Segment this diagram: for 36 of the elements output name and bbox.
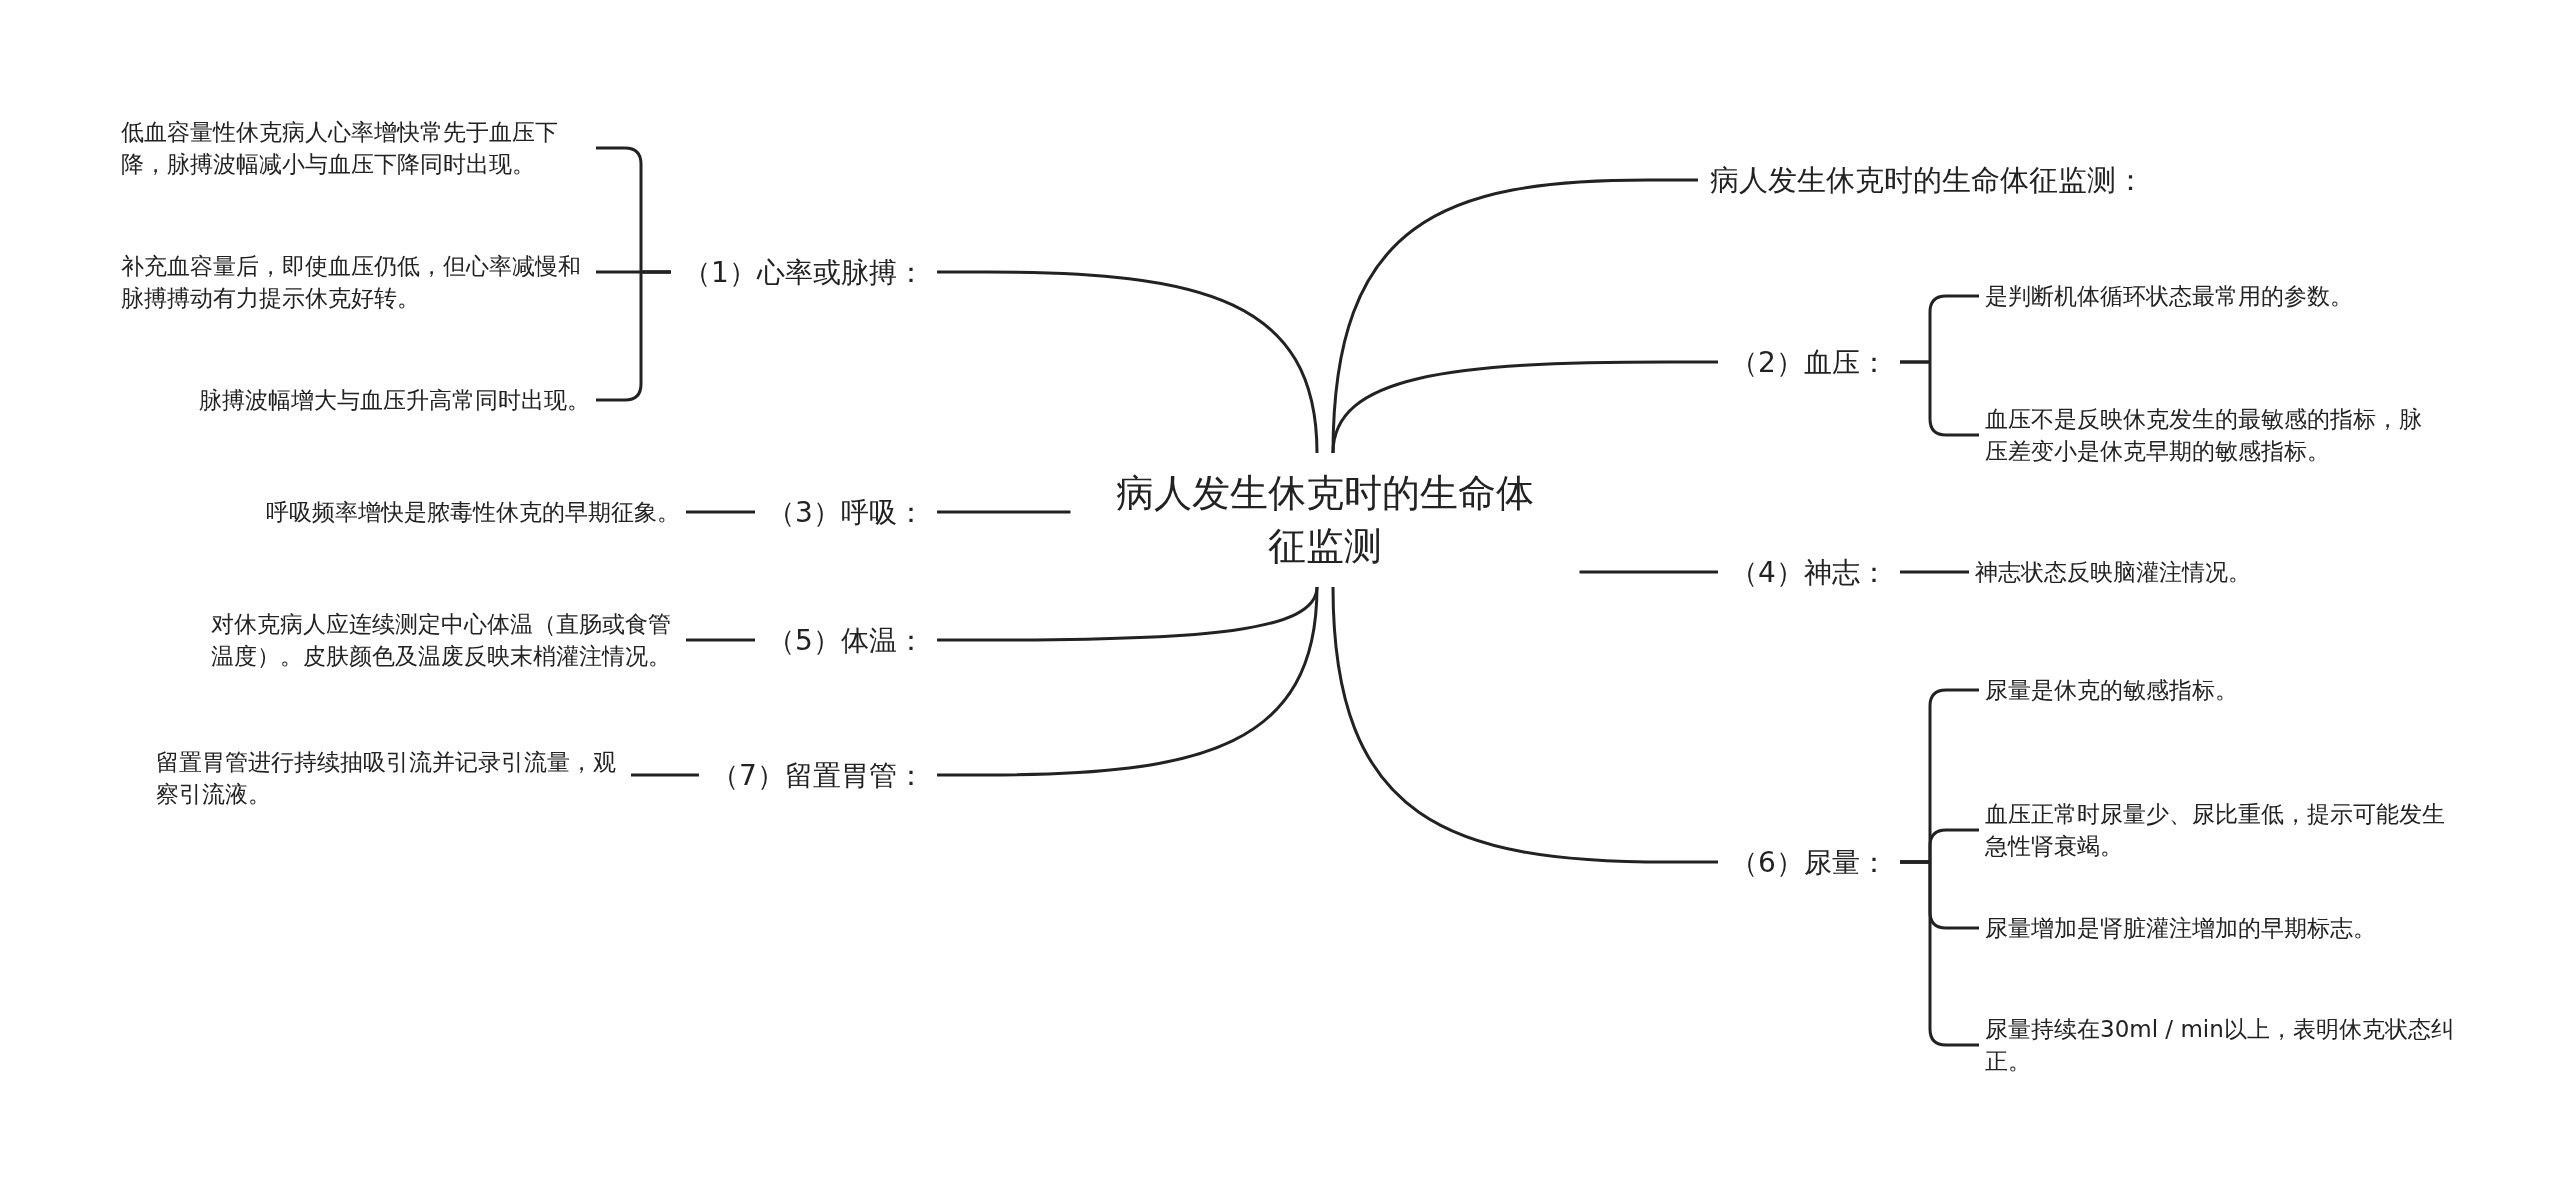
note-text: 呼吸频率增快是脓毒性休克的早期征象。: [266, 496, 680, 529]
connector-line: [937, 586, 1319, 777]
branch-topic: （4）神志：: [1730, 552, 1888, 592]
connector-line: [1898, 860, 1981, 1047]
note-text: 尿量增加是肾脏灌注增加的早期标志。: [1985, 912, 2376, 945]
connector-line: [686, 510, 755, 514]
note-text: 神志状态反映脑灌注情况。: [1975, 556, 2251, 589]
note-text: 补充血容量后，即使血压仍低，但心率减慢和脉搏搏动有力提示休克好转。: [121, 250, 591, 315]
connector-line: [937, 270, 1319, 454]
branch-topic: （5）体温：: [767, 620, 925, 660]
connector-line: [1331, 586, 1718, 864]
branch-topic: 病人发生休克时的生命体征监测：: [1710, 159, 2145, 201]
branch-topic: （3）呼吸：: [767, 492, 925, 532]
connector-line: [1900, 570, 1969, 574]
connector-line: [594, 270, 673, 402]
connector-line: [1331, 360, 1718, 454]
branch-topic: （2）血压：: [1730, 342, 1888, 382]
central-topic: 病人发生休克时的生命体征监测: [1110, 467, 1540, 574]
note-text: 血压正常时尿量少、尿比重低，提示可能发生急性肾衰竭。: [1985, 798, 2455, 863]
branch-topic: （1）心率或脉搏：: [683, 252, 925, 292]
connector-line: [1331, 178, 1698, 454]
connector-line: [686, 638, 755, 642]
note-text: 脉搏波幅增大与血压升高常同时出现。: [199, 384, 590, 417]
connector-line: [1579, 570, 1718, 574]
branch-topic: （6）尿量：: [1730, 842, 1888, 882]
note-text: 血压不是反映休克发生的最敏感的指标，脉压差变小是休克早期的敏感指标。: [1985, 403, 2432, 468]
note-text: 是判断机体循环状态最常用的参数。: [1985, 280, 2353, 313]
note-text: 低血容量性休克病人心率增快常先于血压下降，脉搏波幅减小与血压下降同时出现。: [121, 116, 591, 181]
note-text: 尿量持续在30ml / min以上，表明休克状态纠正。: [1985, 1013, 2455, 1078]
connector-line: [937, 510, 1071, 514]
connector-line: [631, 773, 699, 777]
connector-line: [1898, 360, 1981, 437]
note-text: 尿量是休克的敏感指标。: [1985, 674, 2238, 707]
note-text: 留置胃管进行持续抽吸引流并记录引流量，观察引流液。: [156, 746, 626, 811]
branch-topic: （7）留置胃管：: [711, 755, 925, 795]
note-text: 对休克病人应连续测定中心体温（直肠或食管温度）。皮肤颜色及温废反映末梢灌注情况。: [211, 608, 681, 673]
